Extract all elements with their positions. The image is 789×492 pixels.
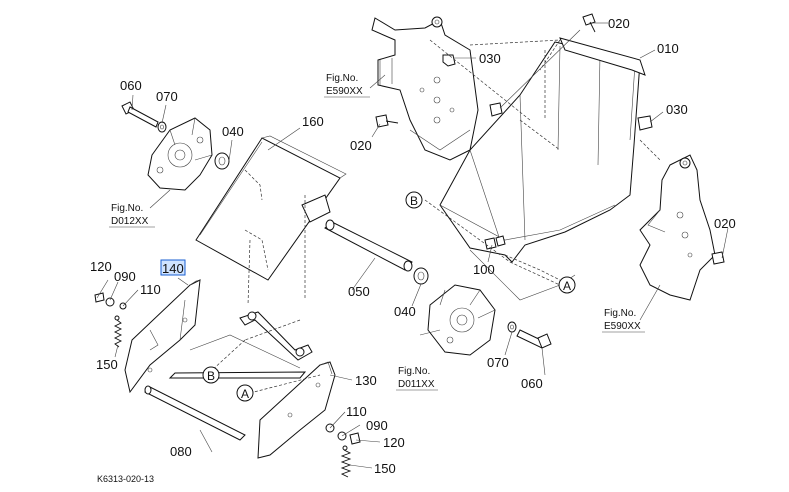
label-060-top: 060 [120,78,142,93]
bushing-040-top [214,152,230,170]
svg-text:A: A [241,387,249,401]
label-080: 080 [170,444,192,459]
label-010: 010 [657,41,679,56]
fig-ref-d011-title: Fig.No. [398,366,430,377]
label-090-left: 090 [114,269,136,284]
spring-150-right [340,445,352,478]
cover-plate-160 [195,135,347,281]
callout-b-left: B [202,366,220,384]
callout-b-top: B [405,191,423,209]
label-150-right: 150 [374,461,396,476]
hardware-right [325,423,361,445]
label-120-right: 120 [383,435,405,450]
highlight-140 [160,259,186,276]
bolt-020-right [711,251,725,265]
label-020-mid: 020 [350,138,372,153]
label-100: 100 [473,262,495,277]
bolt-100 [484,235,506,250]
label-070-bottom: 070 [487,355,509,370]
label-040-top: 040 [222,124,244,139]
hopper-body [439,37,646,301]
label-130: 130 [355,373,377,388]
fig-ref-d012-title: Fig.No. [111,203,143,214]
washer-070-bottom [507,321,517,333]
fig-ref-e590-top-code: E590XX [326,86,363,97]
callout-a-bottom: A [236,384,254,402]
bolt-020-top [582,13,596,33]
label-050: 050 [348,284,370,299]
label-020-top: 020 [608,16,630,31]
side-plate-140 [124,279,201,394]
side-plate-130 [257,361,336,459]
washer-070-top [157,121,167,133]
leader-lines [96,22,729,469]
label-110-right: 110 [346,404,367,419]
drawing-code: K6313-020-13 [97,474,154,484]
shaft-050 [324,219,413,272]
label-140: 140 [162,261,184,276]
label-110-left: 110 [140,282,161,297]
clip-030-top [442,54,456,67]
label-070-top: 070 [156,89,178,104]
fig-ref-e590-right-title: Fig.No. [604,308,636,319]
label-150-left: 150 [96,357,118,372]
part-labels: 020 010 030 030 020 020 060 070 040 160 … [90,16,736,476]
bracket-plate-top [371,16,479,161]
svg-text:B: B [207,369,215,383]
bolt-060-bottom [516,329,552,349]
label-060-bottom: 060 [521,376,543,391]
clip-030-right [637,115,653,131]
gearbox-right [427,284,496,356]
label-020-right: 020 [714,216,736,231]
bracket-plate-right [639,154,716,301]
gearbox-left [147,117,213,191]
label-160: 160 [302,114,324,129]
bolt-020-mid [375,114,399,128]
label-040-bottom: 040 [394,304,416,319]
link-bracket [239,194,331,361]
callout-a-right: A [558,276,576,294]
label-030-b: 030 [666,102,688,117]
spring-150-left [113,315,123,348]
fig-ref-d011-code: D011XX [398,379,435,390]
fig-ref-e590-top-title: Fig.No. [326,73,358,84]
clip-030-mid [489,102,503,117]
label-120-left: 120 [90,259,112,274]
fig-ref-d012-code: D012XX [111,216,149,227]
svg-text:A: A [563,279,571,293]
fig-ref-e590-right-code: E590XX [604,321,641,332]
label-090-right: 090 [366,418,388,433]
svg-text:B: B [410,194,418,208]
hardware-left [94,292,127,310]
figure-references: Fig.No. E590XX Fig.No. D012XX Fig.No. D0… [109,73,645,391]
bolt-060-top [121,101,159,128]
bushing-040-bottom [413,267,429,285]
label-030-a: 030 [479,51,501,66]
